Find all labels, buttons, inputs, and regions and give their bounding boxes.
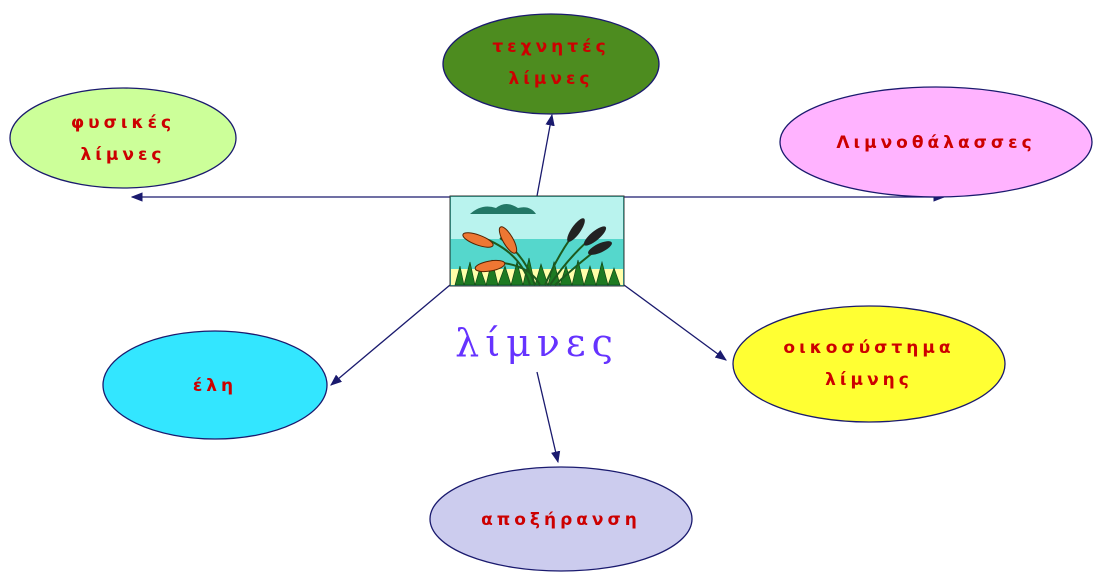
node-ecosystem-line-1: οικοσύστημα: [783, 338, 954, 358]
node-drainage-line-1: αποξήρανση: [481, 510, 641, 530]
edges: [130, 113, 946, 464]
node-lagoons-shape: [779, 86, 1093, 198]
edge-to-marshes: [330, 284, 451, 386]
node-drainage[interactable]: αποξήρανση: [429, 466, 693, 572]
node-marshes[interactable]: έλη: [102, 330, 328, 440]
lake-picture: [449, 195, 625, 287]
node-lagoons-line-1: Λιμνοθάλασσες: [836, 133, 1035, 153]
node-natural-line-1: φυσικές: [71, 113, 175, 133]
node-ecosystem-line-2: λίμνης: [825, 370, 913, 390]
node-artificial-line-2: λίμνες: [508, 69, 593, 89]
node-artificial-line-1: τεχνητές: [492, 37, 609, 57]
node-natural-shape: [9, 87, 237, 189]
center-label: λίμνες: [455, 321, 619, 365]
node-artificial[interactable]: τεχνητές λίμνες: [442, 13, 660, 115]
node-lagoons[interactable]: Λιμνοθάλασσες: [779, 86, 1093, 198]
node-artificial-shape: [442, 13, 660, 115]
node-marshes-shape: [102, 330, 328, 440]
node-marshes-line-1: έλη: [193, 376, 237, 396]
node-natural[interactable]: φυσικές λίμνες: [9, 87, 237, 189]
node-drainage-shape: [429, 466, 693, 572]
node-natural-line-2: λίμνες: [80, 145, 165, 165]
edge-to-ecosystem: [623, 284, 727, 361]
node-ecosystem-shape: [732, 305, 1006, 423]
edge-to-drainage: [536, 371, 561, 464]
edge-to-artificial: [536, 113, 555, 197]
node-ecosystem[interactable]: οικοσύστημα λίμνης: [732, 305, 1006, 423]
